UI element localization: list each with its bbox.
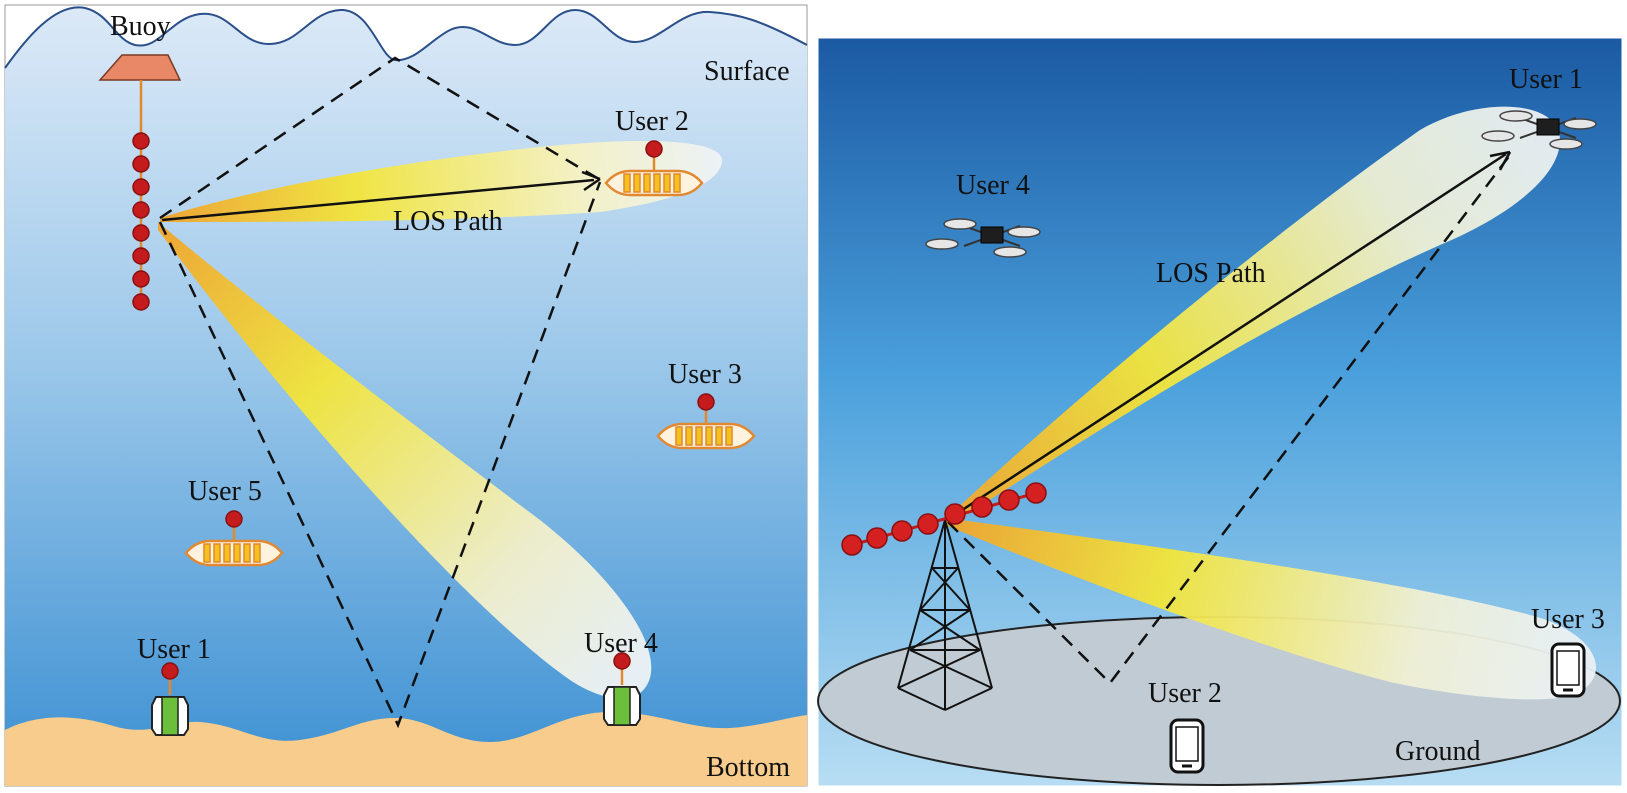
los-arrowhead [581,170,601,192]
underwater-los-label: LOS Path [393,206,503,237]
water-surface-line [4,6,808,69]
buoy-node-array [132,132,150,311]
terrestrial-reflected-path [947,154,1511,685]
terrestrial-user3-label: User 3 [1531,604,1605,635]
underwater-user1-label: User 1 [137,634,211,665]
base-station-tower-icon [897,519,993,711]
antenna-node [917,513,939,535]
array-node [132,247,150,265]
underwater-panel: Buoy Surface Bottom LOS Path User 2 User… [4,4,808,787]
user2-phone-icon [1169,718,1205,774]
antenna-node [866,527,888,549]
array-node [132,201,150,219]
terrestrial-los-label: LOS Path [1156,258,1266,289]
antenna-node [944,503,966,525]
terrestrial-los-arrowhead [1489,150,1512,171]
underwater-user2-label: User 2 [615,106,689,137]
bottom-label: Bottom [706,752,790,783]
beam-to-user3 [945,518,1596,700]
underwater-user5-label: User 5 [188,476,262,507]
beam-to-user2 [160,140,723,222]
array-node [132,178,150,196]
underwater-user4-label: User 4 [584,628,658,659]
antenna-node-array [841,482,1047,556]
reflected-path-bottom [158,181,602,729]
seabed [5,712,807,786]
array-node [132,155,150,173]
beam-to-user4 [158,222,652,699]
antenna-node [971,496,993,518]
array-node [132,293,150,311]
array-node [132,224,150,242]
underwater-user3-label: User 3 [668,359,742,390]
ground-label: Ground [1395,736,1481,767]
user3-phone-icon [1550,642,1586,698]
terrestrial-los-arrow [949,152,1507,520]
terrestrial-user2-label: User 2 [1148,678,1222,709]
antenna-node [1025,482,1047,504]
reflected-path-surface [159,56,598,220]
terrestrial-user1-label: User 1 [1509,64,1583,95]
array-node [132,132,150,150]
antenna-node [891,520,913,542]
antenna-node [998,489,1020,511]
los-arrow [161,178,595,222]
surface-label: Surface [704,56,790,87]
array-node [132,270,150,288]
terrestrial-frame [817,37,1623,787]
terrestrial-panel: User 1 User 4 LOS Path User 3 User 2 Gro… [817,37,1623,787]
terrestrial-user4-label: User 4 [956,170,1030,201]
buoy-label: Buoy [110,11,171,42]
antenna-node [841,534,863,556]
buoy-icon [98,54,182,81]
